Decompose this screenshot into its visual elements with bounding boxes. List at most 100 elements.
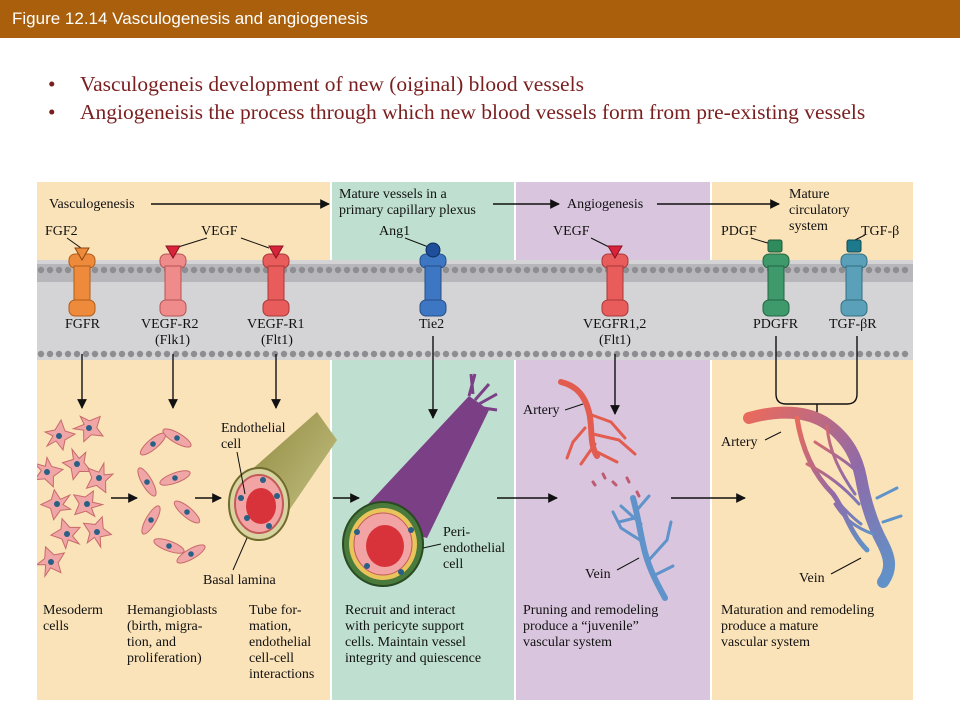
caption-line: cells. Maintain vessel bbox=[345, 635, 466, 650]
receptor-tie2 bbox=[419, 242, 447, 317]
receptor-fgfr bbox=[68, 247, 96, 317]
label-peri-endothelial: endothelial bbox=[443, 541, 505, 556]
label-circulatory: circulatory bbox=[789, 203, 850, 218]
mesoderm-cell bbox=[43, 418, 77, 452]
caption-hemangioblasts: Hemangioblasts(birth, migra-tion, andpro… bbox=[127, 603, 217, 666]
figure-title: Figure 12.14 Vasculogenesis and angiogen… bbox=[12, 9, 368, 28]
label-basal-lamina: Basal lamina bbox=[203, 573, 276, 588]
leader-vein-juvenile bbox=[616, 557, 640, 571]
label-artery-juvenile: Artery bbox=[523, 403, 560, 418]
caption-line: vascular system bbox=[721, 635, 810, 650]
bullet-marker: • bbox=[48, 72, 56, 96]
mesoderm-cell bbox=[82, 515, 113, 550]
ligand-vegf-angio: VEGF bbox=[553, 224, 590, 239]
caption-line: Tube for- bbox=[249, 603, 302, 618]
receptor-label-vegfr1: VEGF-R1 bbox=[247, 317, 305, 332]
receptor-pdgfr bbox=[762, 239, 790, 317]
mesoderm-cell bbox=[49, 517, 82, 551]
label-mature: Mature bbox=[789, 187, 829, 202]
receptor-label-vegfr12: VEGFR1,2 bbox=[583, 317, 646, 332]
bullet-item: • Vasculogeneis development of new (oigin… bbox=[48, 70, 928, 98]
label-cell: cell bbox=[221, 437, 241, 452]
title-bar: Figure 12.14 Vasculogenesis and angiogen… bbox=[0, 0, 960, 38]
mesoderm-cell bbox=[71, 415, 105, 443]
bullet-marker: • bbox=[48, 100, 56, 124]
leader-artery-juvenile bbox=[564, 403, 584, 411]
caption-line: Recruit and interact bbox=[345, 603, 456, 618]
caption-line: tion, and bbox=[127, 635, 176, 650]
leader-basal-lamina bbox=[232, 537, 248, 571]
caption-line: with pericyte support bbox=[345, 619, 464, 634]
endothelial-tube bbox=[228, 412, 337, 541]
caption-line: Maturation and remodeling bbox=[721, 603, 874, 618]
mature-vessels bbox=[743, 406, 903, 588]
receptor-label-fgfr: FGFR bbox=[65, 317, 101, 332]
leader-peri bbox=[422, 543, 442, 549]
caption-tube-formation: Tube for-mation,endothelialcell-cellinte… bbox=[249, 603, 314, 682]
hemangioblast-cell bbox=[159, 470, 191, 486]
receptor-tgfbr bbox=[840, 239, 868, 317]
receptor-label-tgfbr: TGF-βR bbox=[829, 317, 877, 332]
caption-line: vascular system bbox=[523, 635, 612, 650]
caption-line: produce a mature bbox=[721, 619, 818, 634]
mesoderm-cell bbox=[37, 455, 65, 488]
caption-line: endothelial bbox=[249, 635, 311, 650]
leader-vein-mature bbox=[830, 557, 862, 575]
receptor-label-flk1: (Flk1) bbox=[155, 333, 190, 348]
ligand-tgfb: TGF-β bbox=[861, 224, 899, 239]
juvenile-vessels bbox=[558, 379, 675, 601]
receptor-vegf-r1 bbox=[262, 245, 290, 317]
vasculogenesis-diagram: Vasculogenesis Mature vessels in a prima… bbox=[37, 182, 913, 700]
label-vasculogenesis: Vasculogenesis bbox=[49, 197, 135, 212]
receptor-label-vegfr2: VEGF-R2 bbox=[141, 317, 199, 332]
receptor-label-tie2: Tie2 bbox=[419, 317, 444, 332]
ligand-fgf2: FGF2 bbox=[45, 224, 78, 239]
label-system: system bbox=[789, 219, 828, 234]
pericyte-vessel bbox=[342, 373, 498, 587]
receptor-vegf-r2 bbox=[159, 245, 187, 317]
caption-line: produce a “juvenile” bbox=[523, 619, 639, 634]
caption-line: cells bbox=[43, 619, 69, 634]
mesoderm-cell bbox=[85, 461, 115, 494]
caption-line: mation, bbox=[249, 619, 291, 634]
bullet-text: Vasculogeneis development of new (oigina… bbox=[80, 72, 584, 96]
receptor-label-flt1-angio: (Flt1) bbox=[599, 333, 631, 348]
label-vein-mature: Vein bbox=[799, 571, 825, 586]
hemangioblast-cell bbox=[176, 544, 206, 564]
caption-line: proliferation) bbox=[127, 651, 202, 666]
bullet-item: • Angiogeneisis the process through which… bbox=[48, 98, 928, 126]
caption-line: cell-cell bbox=[249, 651, 294, 666]
caption-line: interactions bbox=[249, 667, 314, 682]
label-mature-vessels: Mature vessels in a bbox=[339, 187, 447, 202]
bullet-list: • Vasculogeneis development of new (oigin… bbox=[48, 70, 928, 126]
ligand-vegf: VEGF bbox=[201, 224, 238, 239]
hemangioblast-cell bbox=[137, 467, 157, 497]
caption-line: Mesoderm bbox=[43, 603, 103, 618]
receptor-vegfr12 bbox=[601, 245, 629, 317]
mesoderm-cell bbox=[37, 545, 66, 579]
label-primary-plexus: primary capillary plexus bbox=[339, 203, 476, 218]
label-peri-cell: cell bbox=[443, 557, 463, 572]
hemangioblast-cell bbox=[162, 428, 192, 448]
mesoderm-cell bbox=[72, 489, 105, 518]
label-peri: Peri- bbox=[443, 525, 471, 540]
label-angiogenesis: Angiogenesis bbox=[567, 197, 643, 212]
bullet-text: Angiogeneisis the process through which … bbox=[80, 100, 866, 124]
receptor-label-pdgfr: PDGFR bbox=[753, 317, 799, 332]
caption-line: Hemangioblasts bbox=[127, 603, 217, 618]
label-vein-juvenile: Vein bbox=[585, 567, 611, 582]
ligand-ang1: Ang1 bbox=[379, 224, 410, 239]
hemangioblast-cell bbox=[173, 500, 201, 524]
ligand-pdgf: PDGF bbox=[721, 224, 757, 239]
leader-endothelial bbox=[236, 451, 246, 495]
mesoderm-cell bbox=[39, 488, 73, 521]
caption-line: integrity and quiescence bbox=[345, 651, 481, 666]
label-artery-mature: Artery bbox=[721, 435, 758, 450]
caption-line: Pruning and remodeling bbox=[523, 603, 658, 618]
label-endothelial: Endothelial bbox=[221, 421, 286, 436]
mesoderm-cells bbox=[37, 415, 115, 579]
